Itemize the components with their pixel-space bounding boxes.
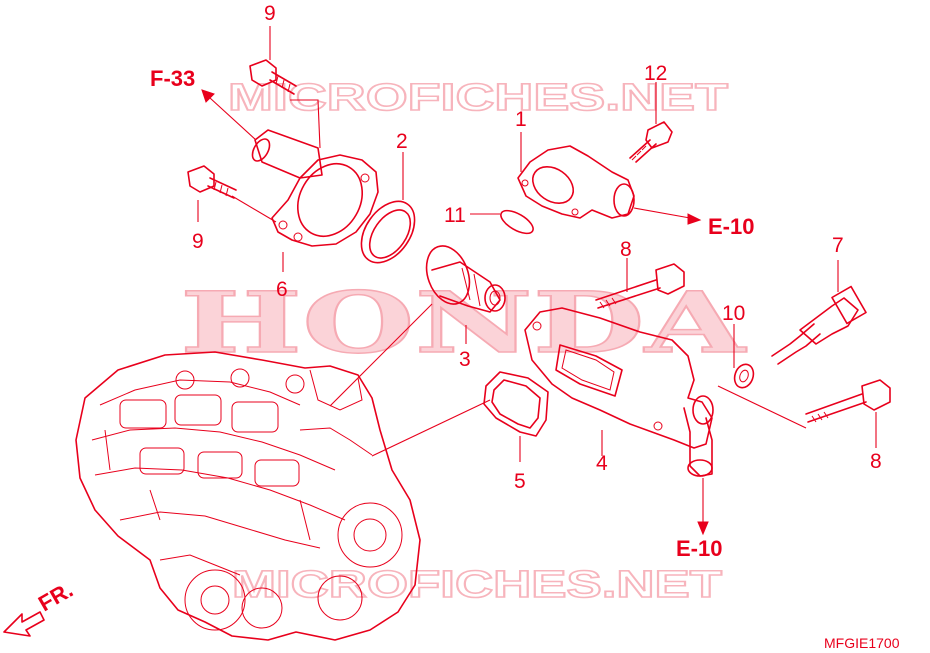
ref-e10-lower: E-10 [676, 536, 722, 561]
part-11-o-ring [500, 209, 534, 235]
part-8-bottom-bolt [805, 379, 891, 423]
part-5-gasket [483, 371, 549, 437]
part-4-housing [524, 307, 714, 477]
part-9-left-bolt [187, 165, 237, 199]
callout-4: 4 [596, 452, 608, 475]
part-6-housing [251, 129, 379, 247]
part-10-washer [733, 363, 755, 389]
callout-5: 5 [514, 470, 526, 493]
ref-f33: F-33 [150, 66, 195, 91]
callout-7: 7 [832, 234, 844, 257]
e10-upper-arrow [633, 207, 702, 225]
callout-3: 3 [459, 348, 471, 371]
e10-lower-arrow [697, 478, 709, 536]
watermark-bottom: MICROFICHES.NET [232, 564, 722, 606]
part-7-sensor [771, 285, 867, 365]
callout-9-top: 9 [264, 2, 276, 25]
callout-2: 2 [396, 130, 408, 153]
f33-arrow [201, 89, 257, 141]
callout-11: 11 [444, 204, 466, 227]
part-9-top-bolt [249, 59, 297, 95]
front-label: FR. [34, 577, 77, 616]
callout-12: 12 [644, 62, 667, 85]
part-12-bolt [629, 121, 673, 163]
callout-10: 10 [722, 302, 745, 325]
callout-8-bottom: 8 [870, 450, 882, 473]
part-3-thermostat [425, 245, 506, 313]
part-1-outlet [517, 145, 635, 219]
callout-8-top: 8 [620, 238, 632, 261]
callout-1: 1 [515, 108, 527, 131]
ref-e10-upper: E-10 [708, 214, 754, 239]
engine-block [75, 351, 421, 641]
watermark-top: MICROFICHES.NET [228, 77, 728, 119]
callout-9-left: 9 [192, 230, 204, 253]
part-8-top-bolt [595, 263, 685, 309]
callout-6: 6 [276, 278, 288, 301]
front-direction-marker: FR. [3, 577, 77, 637]
front-arrow-icon [3, 611, 45, 637]
leader-lines [197, 26, 877, 462]
part-2-gasket [360, 200, 416, 264]
diagram-code: MFGIE1700 [824, 635, 900, 651]
